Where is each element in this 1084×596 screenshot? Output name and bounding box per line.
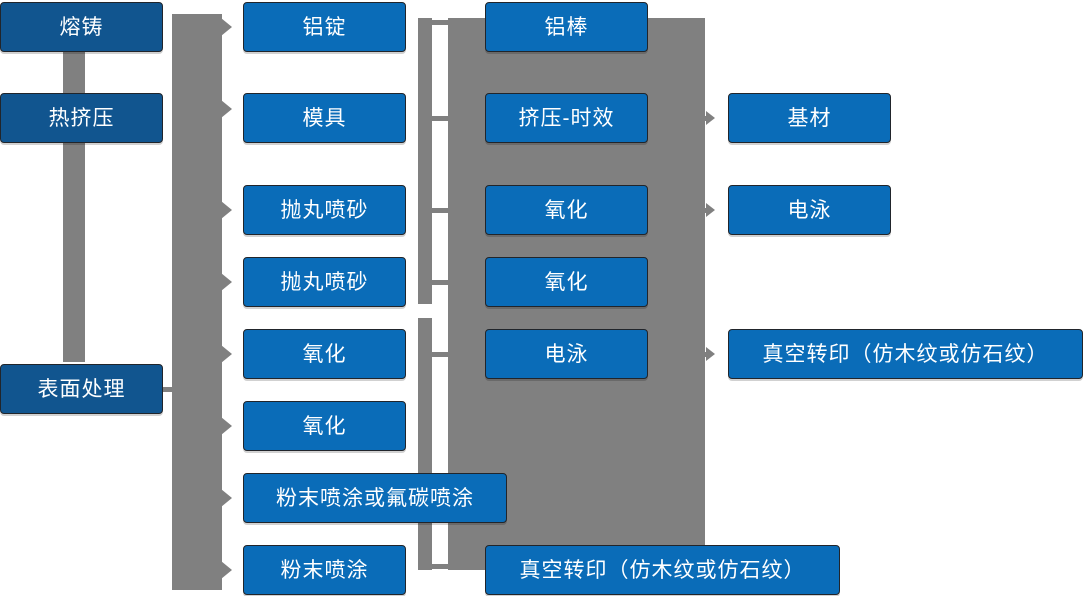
process-label: 电泳 (544, 342, 589, 366)
process-box-c3-5[interactable]: 真空转印（仿木纹或仿石纹） (485, 545, 840, 595)
connector-trunk-column2 (172, 14, 222, 590)
output-box-c4-1[interactable]: 电泳 (728, 185, 891, 235)
process-box-c2-2[interactable]: 抛丸喷砂 (243, 185, 406, 235)
output-label: 电泳 (787, 198, 832, 222)
connector-rung-1 (430, 116, 450, 121)
process-box-c3-4[interactable]: 电泳 (485, 329, 648, 379)
connector-rung-3 (430, 280, 450, 285)
connector-arrow-c4-2 (706, 347, 715, 361)
connector-arrow-c2-5 (221, 417, 232, 435)
stage-box-melting[interactable]: 熔铸 (0, 2, 163, 52)
process-label: 氧化 (544, 198, 589, 222)
process-label: 模具 (302, 106, 347, 130)
process-label: 铝棒 (544, 15, 589, 39)
process-box-c2-0[interactable]: 铝锭 (243, 2, 406, 52)
connector-down-tick-2 (66, 338, 82, 347)
connector-arrow-c2-3 (221, 273, 232, 291)
process-box-c2-7[interactable]: 粉末喷涂 (243, 545, 406, 595)
stage-label: 表面处理 (37, 377, 126, 401)
process-box-c3-2[interactable]: 氧化 (485, 185, 648, 235)
process-label: 抛丸喷砂 (280, 270, 369, 294)
connector-stem-c4-0 (700, 116, 710, 121)
process-box-c3-1[interactable]: 挤压-时效 (485, 93, 648, 143)
output-label: 真空转印（仿木纹或仿石纹） (762, 342, 1049, 366)
connector-arrow-c2-0 (221, 18, 232, 36)
process-box-c3-3[interactable]: 氧化 (485, 257, 648, 307)
process-label: 真空转印（仿木纹或仿石纹） (519, 558, 806, 582)
process-box-c2-3[interactable]: 抛丸喷砂 (243, 257, 406, 307)
output-box-c4-0[interactable]: 基材 (728, 93, 891, 143)
stage-box-surface[interactable]: 表面处理 (0, 364, 163, 414)
process-label: 氧化 (302, 342, 347, 366)
connector-left-spine (63, 32, 85, 362)
connector-rung-5 (430, 564, 450, 569)
connector-rung-2 (430, 208, 450, 213)
process-box-c2-5[interactable]: 氧化 (243, 401, 406, 451)
process-label: 粉末喷涂或氟碳喷涂 (276, 486, 474, 510)
connector-arrow-c2-6 (221, 489, 232, 507)
connector-stem-c4-2 (700, 352, 710, 357)
output-box-c4-2[interactable]: 真空转印（仿木纹或仿石纹） (728, 329, 1083, 379)
connector-stem-c4-1 (700, 208, 710, 213)
process-label: 抛丸喷砂 (280, 198, 369, 222)
connector-down-tick-1 (66, 66, 82, 75)
connector-arrow-c4-0 (706, 111, 715, 125)
process-label: 粉末喷涂 (280, 558, 369, 582)
connector-rung-0 (430, 20, 450, 25)
connector-arrow-c2-2 (221, 201, 232, 219)
connector-arrow-c2-1 (221, 100, 232, 118)
connector-arrow-c2-7 (221, 561, 232, 579)
stage-label: 热挤压 (48, 106, 115, 130)
stage-label: 熔铸 (59, 15, 104, 39)
process-box-c2-4[interactable]: 氧化 (243, 329, 406, 379)
connector-arrow-c2-4 (221, 345, 232, 363)
process-label: 氧化 (544, 270, 589, 294)
connector-arrow-c4-1 (706, 203, 715, 217)
connector-mid-spine (418, 18, 432, 304)
stage-box-extrude[interactable]: 热挤压 (0, 93, 163, 143)
process-box-c2-1[interactable]: 模具 (243, 93, 406, 143)
process-box-c2-6[interactable]: 粉末喷涂或氟碳喷涂 (243, 473, 507, 523)
process-label: 氧化 (302, 414, 347, 438)
connector-rung-4 (430, 352, 450, 357)
output-label: 基材 (787, 106, 832, 130)
process-label: 铝锭 (302, 15, 347, 39)
connector-stem-surface (160, 387, 182, 392)
process-label: 挤压-时效 (518, 106, 615, 130)
process-box-c3-0[interactable]: 铝棒 (485, 2, 648, 52)
